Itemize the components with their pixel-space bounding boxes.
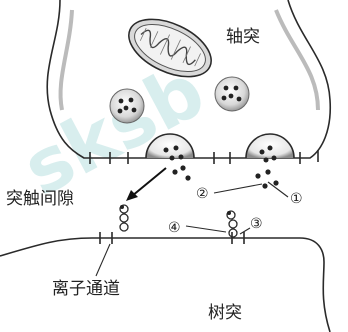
marker-1: ① <box>290 191 303 207</box>
marker-4: ④ <box>168 220 181 236</box>
leader-lines <box>95 181 289 277</box>
receptor-bound-transmitter <box>119 204 238 238</box>
marker-2: ② <box>196 186 209 202</box>
svg-text:②: ② <box>196 186 209 202</box>
synaptic-vesicle <box>109 88 145 124</box>
release-arrow <box>126 167 167 201</box>
label-ion-channel: 离子通道 <box>52 279 120 299</box>
svg-text:④: ④ <box>168 220 181 236</box>
svg-text:①: ① <box>290 191 303 207</box>
fusing-vesicle-left <box>145 133 195 161</box>
receptor-head <box>120 205 231 215</box>
axon-terminal <box>46 0 332 164</box>
label-axon-terminal: 轴突 <box>226 27 260 47</box>
synaptic-vesicle <box>214 76 250 112</box>
label-dendrite: 树突 <box>208 303 242 323</box>
svg-text:③: ③ <box>250 216 263 232</box>
marker-3: ③ <box>250 216 263 232</box>
dendrite <box>0 232 331 332</box>
mitochondrion <box>128 18 212 78</box>
neurotransmitter <box>172 165 279 189</box>
label-synaptic-cleft: 突触间隙 <box>6 189 74 209</box>
fusing-vesicle-right <box>245 133 295 163</box>
